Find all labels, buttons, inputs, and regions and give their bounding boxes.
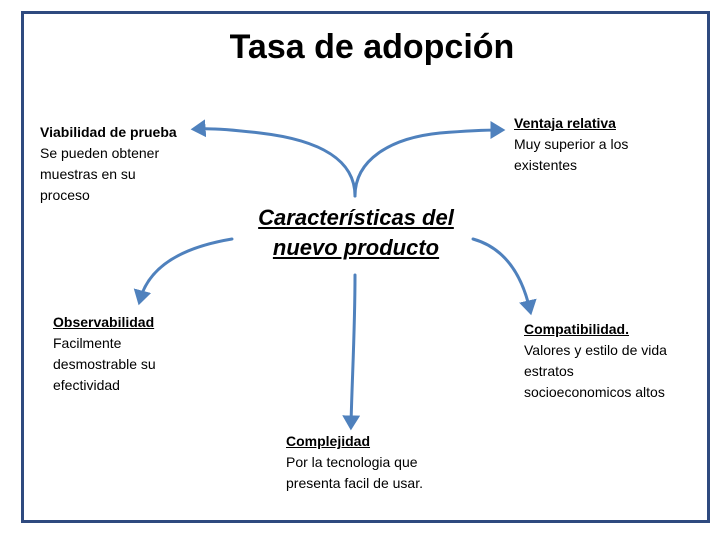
node-viabilidad-line: Se pueden obtener xyxy=(40,145,160,161)
node-viabilidad-line: proceso xyxy=(40,187,90,203)
node-observabilidad-line: Facilmente xyxy=(53,335,122,351)
node-viabilidad-heading: Viabilidad de prueba xyxy=(40,124,177,140)
node-compatibilidad-line: Valores y estilo de vida xyxy=(524,342,667,358)
node-viabilidad: Viabilidad de prueba Se pueden obtener m… xyxy=(40,122,177,206)
central-concept-line-2: nuevo producto xyxy=(272,235,440,260)
node-viabilidad-line: muestras en su xyxy=(40,166,136,182)
node-observabilidad-heading: Observabilidad xyxy=(53,314,155,330)
node-compatibilidad-line: estratos xyxy=(524,363,574,379)
arrow-to-compatibilidad xyxy=(471,237,537,316)
node-complejidad-heading: Complejidad xyxy=(286,433,371,449)
arrow-to-observabilidad xyxy=(133,237,234,306)
node-observabilidad: Observabilidad Facilmente desmostrable s… xyxy=(53,312,156,396)
node-complejidad-line: Por la tecnologia que xyxy=(286,454,418,470)
node-compatibilidad-heading: Compatibilidad. xyxy=(524,321,629,337)
node-complejidad: Complejidad Por la tecnologia que presen… xyxy=(286,431,423,494)
node-compatibilidad: Compatibilidad. Valores y estilo de vida… xyxy=(524,319,667,403)
arrow-to-ventaja xyxy=(353,121,506,198)
node-observabilidad-line: desmostrable su xyxy=(53,356,156,372)
diagram-title: Tasa de adopción xyxy=(229,28,515,66)
slide-frame xyxy=(21,11,710,523)
arrow-to-complejidad xyxy=(342,273,361,431)
node-ventaja: Ventaja relativa Muy superior a los exis… xyxy=(514,113,628,176)
arrow-to-viabilidad xyxy=(190,119,357,198)
node-compatibilidad-line: socioeconomicos altos xyxy=(524,384,665,400)
central-concept-line-1: Características del xyxy=(258,205,454,230)
node-ventaja-line: Muy superior a los xyxy=(514,136,629,152)
node-ventaja-line: existentes xyxy=(514,157,578,173)
node-complejidad-line: presenta facil de usar. xyxy=(286,475,423,491)
node-ventaja-heading: Ventaja relativa xyxy=(514,115,616,131)
central-concept: Características del nuevo producto xyxy=(246,203,466,263)
node-observabilidad-line: efectividad xyxy=(53,377,120,393)
